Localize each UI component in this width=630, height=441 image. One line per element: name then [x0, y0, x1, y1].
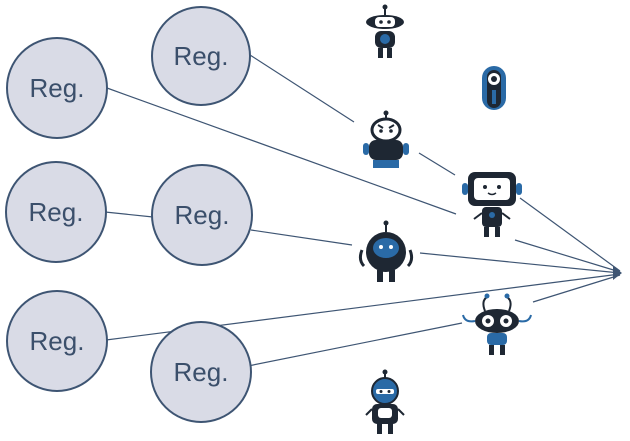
edge-reg6-target	[247, 322, 463, 367]
robot-wide-icon	[462, 293, 532, 355]
edge-robot6-target	[532, 274, 621, 303]
reg-node-3-label: Reg.	[29, 197, 84, 227]
robot-screen-icon	[462, 172, 522, 237]
reg-node-3[interactable]: Reg.	[5, 161, 107, 263]
reg-node-1-label: Reg.	[30, 73, 85, 103]
edge-reg1-robot4	[106, 87, 457, 215]
reg-node-1[interactable]: Reg.	[6, 37, 108, 139]
edge-reg3-reg4	[104, 211, 154, 218]
edge-robot5-target	[419, 252, 621, 274]
reg-node-6-circle	[150, 321, 252, 423]
robot-antenna-icon	[366, 4, 404, 58]
arrowhead-icon	[613, 266, 622, 280]
edge-robot4b-target	[514, 239, 621, 273]
reg-node-6[interactable]: Reg.	[150, 321, 252, 423]
edge-robot4-target	[519, 197, 621, 272]
reg-node-5[interactable]: Reg.	[6, 290, 108, 392]
reg-node-2-circle	[151, 6, 251, 106]
reg-node-4-label: Reg.	[175, 200, 230, 230]
robot-angry-icon	[363, 110, 409, 168]
reg-node-5-circle	[6, 290, 108, 392]
reg-node-1-circle	[6, 37, 108, 139]
reg-node-6-label: Reg.	[174, 357, 229, 387]
robot-capsule-icon	[482, 66, 506, 110]
reg-node-5-label: Reg.	[30, 326, 85, 356]
reg-node-3-circle	[5, 161, 107, 263]
reg-node-4-circle	[151, 164, 253, 266]
reg-node-4[interactable]: Reg.	[151, 164, 253, 266]
edge-reg2-robot3	[249, 54, 355, 123]
robot-tall-icon	[365, 369, 405, 434]
reg-node-2[interactable]: Reg.	[151, 6, 251, 106]
reg-node-2-label: Reg.	[174, 41, 229, 71]
robot-round-icon	[358, 220, 414, 282]
edge-robot3-robot4	[418, 152, 456, 176]
edge-reg4-robot5	[250, 229, 353, 246]
